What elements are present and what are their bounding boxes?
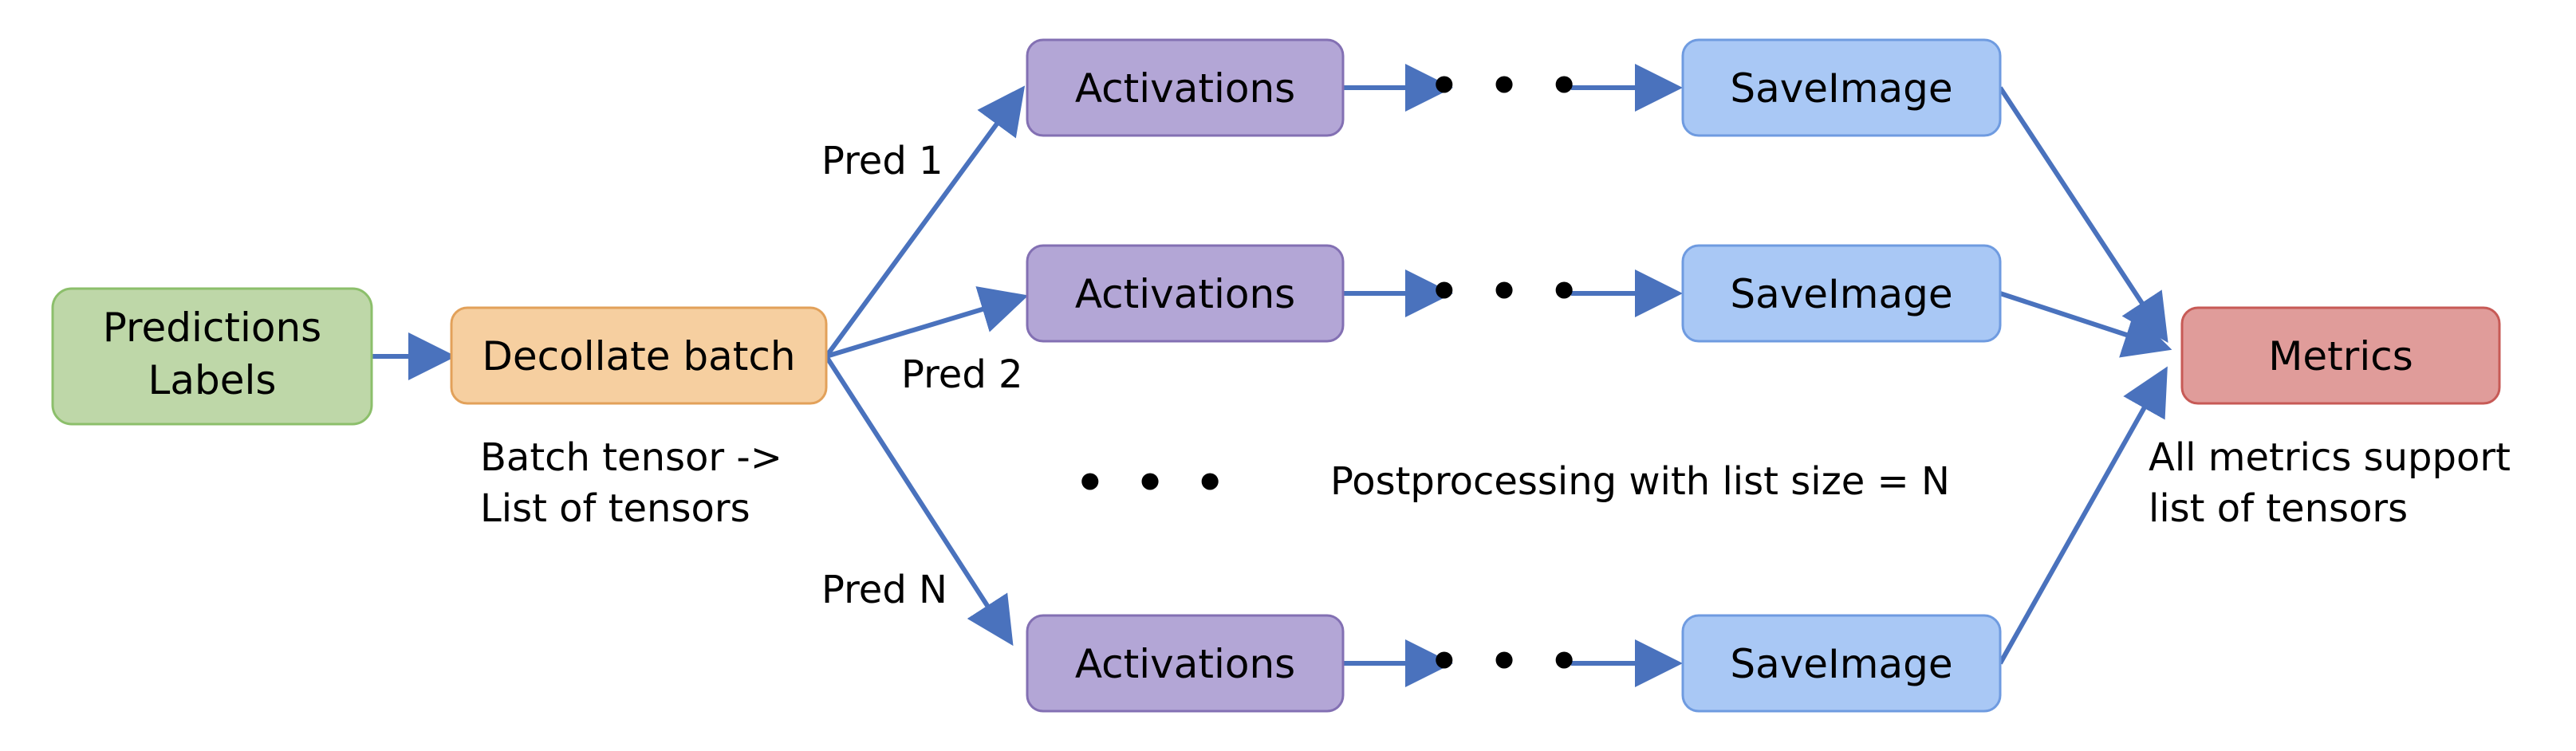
- node-saveimage-n: SaveImage: [1681, 614, 2002, 713]
- metrics-note-line-1: All metrics support: [2149, 435, 2511, 480]
- saveimage-1-label: SaveImage: [1730, 65, 1952, 112]
- node-saveimage-1: SaveImage: [1681, 38, 2002, 137]
- activations-1-label: Activations: [1075, 65, 1295, 112]
- edge-label-pred-1: Pred 1: [821, 139, 943, 183]
- node-predictions-labels: Predictions Labels: [51, 287, 373, 426]
- node-decollate-batch: Decollate batch: [450, 306, 828, 405]
- ellipsis-row-n: • • •: [1429, 634, 1586, 690]
- decollate-note-line-2: List of tensors: [480, 486, 750, 531]
- postprocessing-note: Postprocessing with list size = N: [1330, 459, 1950, 504]
- saveimage-n-label: SaveImage: [1730, 641, 1952, 687]
- metrics-note-line-2: list of tensors: [2149, 486, 2408, 531]
- edge-decollate-to-activations-n: [824, 355, 1014, 647]
- saveimage-2-label: SaveImage: [1730, 271, 1952, 317]
- node-activations-1: Activations: [1026, 38, 1345, 137]
- node-activations-2: Activations: [1026, 244, 1345, 343]
- activations-n-label: Activations: [1075, 641, 1295, 687]
- edge-decollate-to-activations-2: [825, 286, 1029, 359]
- node-activations-n: Activations: [1026, 614, 1345, 713]
- decollate-batch-label: Decollate batch: [482, 333, 795, 379]
- predictions-label: Predictions: [103, 305, 321, 351]
- edge-label-pred-n: Pred N: [821, 568, 947, 612]
- metrics-label: Metrics: [2268, 333, 2413, 379]
- activations-2-label: Activations: [1075, 271, 1295, 317]
- ellipsis-middle: • • •: [1075, 455, 1232, 511]
- ellipsis-row-2: • • •: [1429, 264, 1586, 320]
- node-saveimage-2: SaveImage: [1681, 244, 2002, 343]
- edge-saveimage-1-to-metrics: [1998, 86, 2168, 344]
- edge-decollate-to-activations-1: [824, 85, 1026, 358]
- edge-saveimage-2-to-metrics: [1999, 291, 2172, 358]
- node-metrics: Metrics: [2180, 306, 2501, 405]
- edges: [372, 64, 2172, 687]
- labels-label: Labels: [148, 357, 277, 403]
- ellipsis-row-1: • • •: [1429, 58, 1586, 114]
- edge-saveimage-n-to-metrics: [1998, 366, 2168, 665]
- decollate-note-line-1: Batch tensor ->: [480, 435, 782, 480]
- edge-label-pred-2: Pred 2: [901, 352, 1023, 397]
